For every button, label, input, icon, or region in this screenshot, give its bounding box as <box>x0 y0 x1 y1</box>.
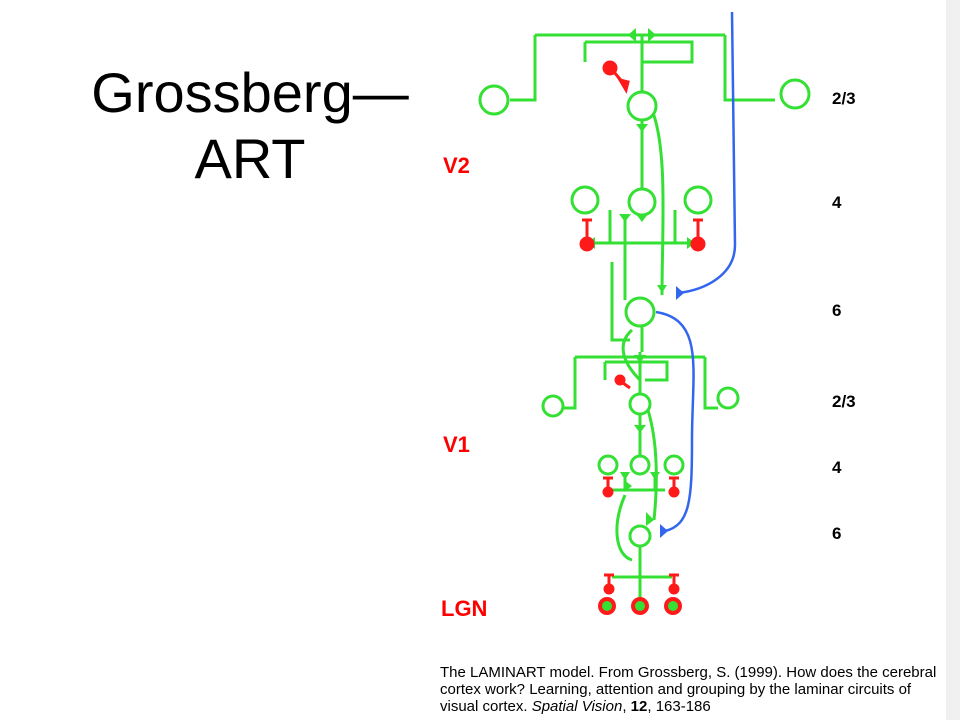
v1-l4-center-cell <box>629 454 651 476</box>
v2-l23-left-cell <box>478 84 510 116</box>
v1-l23-inhibitory-cell <box>614 374 626 386</box>
lgn-inhibitory <box>603 573 680 595</box>
area-label-v1: V1 <box>443 432 470 457</box>
feedback-v1-6-to-4 <box>655 310 695 533</box>
lgn-cell-right <box>664 597 682 615</box>
v1-l4-right-cell <box>663 454 685 476</box>
title-line-1: Grossberg— <box>91 61 409 124</box>
v2-circuit <box>510 33 775 352</box>
v1-l23-right-cell <box>716 386 740 410</box>
caption-pages: , 163-186 <box>647 698 711 715</box>
caption-separator: , <box>622 698 631 715</box>
lgn-cell-center <box>631 597 649 615</box>
v1-l23-center-cell <box>628 392 652 416</box>
laminart-diagram <box>478 11 811 615</box>
v2-l4-verticals <box>608 210 677 300</box>
v1-inhibitory <box>602 374 680 498</box>
layer-label-v1-23: 2/3 <box>832 392 856 411</box>
v1-l4-inhibitory-left <box>602 486 614 498</box>
v1-inner-bracket <box>603 360 669 382</box>
v1-arrowheads <box>620 355 660 526</box>
v2-l23-center-cell <box>626 90 658 122</box>
v2-l6-cell <box>624 296 656 328</box>
feedback-pathways <box>655 11 737 533</box>
layer-label-v2-6: 6 <box>832 301 842 320</box>
caption-text: The LAMINART model. From Grossberg, S. (… <box>440 664 937 715</box>
layer-label-v1-4: 4 <box>832 458 842 477</box>
lgn-cells <box>598 597 682 615</box>
v2-l23-inhibitory-cell <box>602 60 618 76</box>
layer-label-v2-23: 2/3 <box>832 89 856 108</box>
v1-6-left-curve <box>615 494 633 562</box>
v2-23-to-6-curve <box>650 109 665 296</box>
layer-label-v1-6: 6 <box>832 524 842 543</box>
v2-cells <box>478 78 811 328</box>
v2-l4-right-cell <box>683 185 713 215</box>
v2-inner-bracket <box>583 40 694 64</box>
v2-l4-center-cell <box>627 187 657 217</box>
v2-l4-inhibitory-left <box>579 236 595 252</box>
feedback-arrowheads <box>660 286 684 538</box>
v1-l6-cell <box>628 524 652 548</box>
lgn-cell-left <box>598 597 616 615</box>
v1-left-loop <box>562 357 577 410</box>
v2-left-loop <box>510 35 537 102</box>
v1-l23-left-cell <box>541 394 565 418</box>
v1-cells <box>541 386 740 548</box>
v2-l4-left-cell <box>570 185 600 215</box>
v1-l4-inhibitory-right <box>668 486 680 498</box>
area-label-v2: V2 <box>443 153 470 178</box>
slide-edge <box>946 0 960 720</box>
v2-inhibitory <box>579 60 706 252</box>
v1-l4-left-cell <box>597 454 619 476</box>
area-label-lgn: LGN <box>441 596 488 621</box>
v2-right-loop <box>723 35 775 102</box>
citation-caption: The LAMINART model. From Grossberg, S. (… <box>440 664 940 715</box>
v1-right-loop <box>703 357 718 410</box>
feedback-v2-to-v1 <box>677 11 737 295</box>
v1-l4-verticals <box>623 478 657 490</box>
caption-volume: 12 <box>630 698 648 715</box>
caption-journal: Spatial Vision <box>531 698 623 715</box>
v2-l23-right-cell <box>779 78 811 110</box>
layer-label-v2-4: 4 <box>832 193 842 212</box>
v2-l4-inhibitory-right <box>690 236 706 252</box>
title-line-2: ART <box>194 127 306 190</box>
slide-title: Grossberg— ART <box>40 60 460 192</box>
v1-6-down-23-curve <box>621 328 642 382</box>
v2-6-left <box>610 262 630 342</box>
